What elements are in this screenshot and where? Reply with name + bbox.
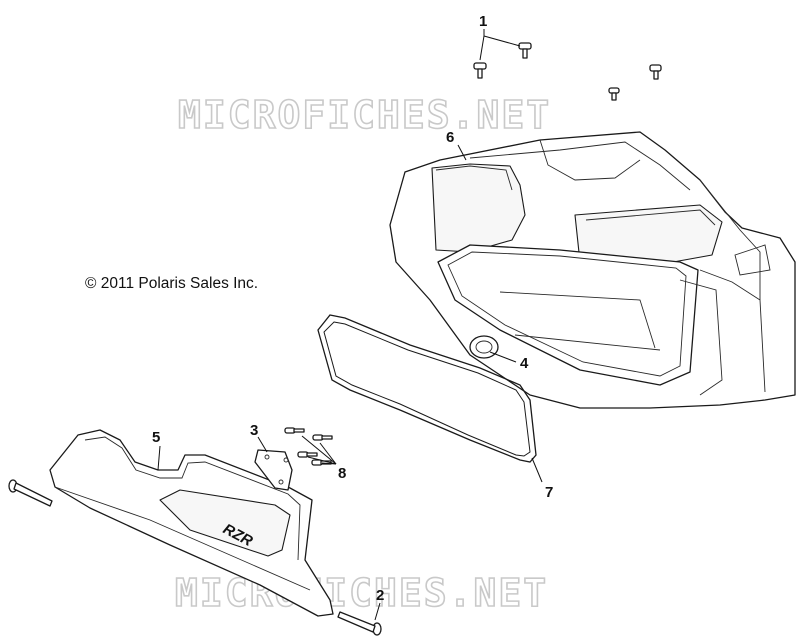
part-pin-right	[337, 611, 382, 636]
callout-2: 2	[376, 587, 384, 604]
part-screw-1b	[518, 42, 532, 59]
part-screw-8c	[297, 451, 318, 458]
part-bumper	[469, 335, 499, 359]
leader-lines	[157, 29, 543, 621]
callout-3: 3	[250, 422, 258, 439]
part-glove-box-door: RZR	[49, 429, 334, 617]
callout-6: 6	[446, 129, 454, 146]
callout-1: 1	[479, 13, 487, 30]
part-glove-box-housing	[389, 131, 796, 409]
part-screw-1a	[473, 62, 487, 79]
part-screw-1d	[608, 87, 620, 101]
part-screw-1c	[649, 64, 662, 80]
watermark-top: MICROFICHES.NET	[178, 93, 551, 137]
part-screw-8b	[312, 434, 333, 441]
part-pin-left	[8, 479, 53, 507]
part-screw-8a	[284, 427, 305, 434]
callout-4: 4	[520, 355, 529, 372]
watermark-bottom: MICROFICHES.NET	[175, 571, 548, 615]
callout-7: 7	[545, 484, 553, 501]
part-seal	[317, 314, 537, 463]
callout-5: 5	[152, 429, 160, 446]
callout-8: 8	[338, 465, 346, 482]
part-bracket	[254, 449, 293, 491]
copyright-text: © 2011 Polaris Sales Inc.	[85, 275, 258, 292]
